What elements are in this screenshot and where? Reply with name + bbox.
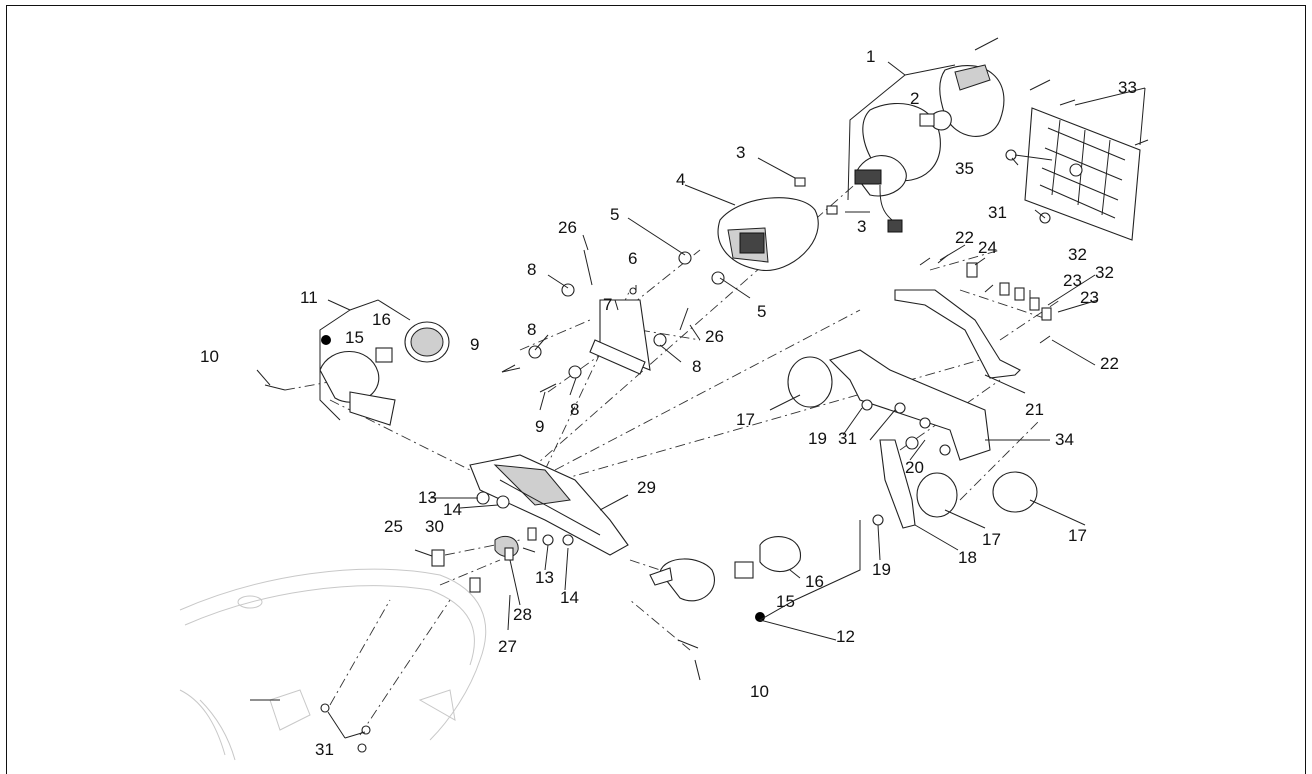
callout-10: 10: [750, 682, 769, 701]
callout-33: 33: [1118, 78, 1137, 97]
callout-8: 8: [692, 357, 701, 376]
callout-16: 16: [805, 572, 824, 591]
callout-22: 22: [955, 228, 974, 247]
callout-9: 9: [535, 417, 544, 436]
plate-bracket: [894, 254, 1052, 379]
reflector-bracket: [787, 349, 1038, 526]
callout-9: 9: [470, 335, 479, 354]
right-turn-signal: [649, 536, 801, 649]
bulb: [919, 110, 952, 131]
callout-32: 32: [1095, 263, 1114, 282]
small-fasteners: [320, 491, 574, 753]
tail-light-lens-housing: [717, 197, 819, 271]
callout-23: 23: [1080, 288, 1099, 307]
callout-26: 26: [705, 327, 724, 346]
callout-31: 31: [315, 740, 334, 759]
callout-12: 12: [836, 627, 855, 646]
callout-16: 16: [372, 310, 391, 329]
assembly-lines: [284, 179, 1061, 736]
side-bracket: [879, 439, 916, 529]
callout-35: 35: [955, 159, 974, 178]
screws-top: [974, 37, 1149, 146]
callout-7: 7: [603, 295, 612, 314]
light-bracket: [501, 249, 689, 393]
callout-34: 34: [1055, 430, 1074, 449]
callout-32: 32: [1068, 245, 1087, 264]
main-mounting-plate: [469, 454, 629, 556]
callout-14: 14: [560, 588, 579, 607]
callout-24: 24: [978, 238, 997, 257]
diagram-frame: [6, 5, 1306, 774]
license-plate-holder: [1024, 107, 1141, 241]
callout-6: 6: [628, 249, 637, 268]
callout-22: 22: [1100, 354, 1119, 373]
callout-8: 8: [527, 260, 536, 279]
callout-29: 29: [637, 478, 656, 497]
callout-31: 31: [838, 429, 857, 448]
callout-13: 13: [535, 568, 554, 587]
callout-14: 14: [443, 500, 462, 519]
callout-1: 1: [866, 47, 875, 66]
callout-3: 3: [736, 143, 745, 162]
left-turn-signal: [264, 321, 450, 426]
callout-4: 4: [676, 170, 685, 189]
callout-31: 31: [988, 203, 1007, 222]
callout-23: 23: [1063, 271, 1082, 290]
callout-17: 17: [982, 530, 1001, 549]
callout-11: 11: [300, 288, 318, 307]
callout-18: 18: [958, 548, 977, 567]
callout-5: 5: [610, 205, 619, 224]
callout-3: 3: [857, 217, 866, 236]
tail-light-lens-cover: [939, 64, 1005, 137]
callout-19: 19: [808, 429, 827, 448]
callout-15: 15: [345, 328, 364, 347]
callout-21: 21: [1025, 400, 1044, 419]
callout-13: 13: [418, 488, 437, 507]
callout-labels: 1 2 3 3 4 5 5 6 7 8 8 8 8 9 9 10 10 11 1…: [200, 47, 1137, 759]
callout-19: 19: [872, 560, 891, 579]
callout-5: 5: [757, 302, 766, 321]
leader-lines: [250, 61, 1146, 739]
callout-28: 28: [513, 605, 532, 624]
rear-fender-ghost: [179, 568, 487, 761]
callout-27: 27: [498, 637, 517, 656]
callout-30: 30: [425, 517, 444, 536]
callout-17: 17: [736, 410, 755, 429]
callout-17: 17: [1068, 526, 1087, 545]
callout-8: 8: [527, 320, 536, 339]
callout-26: 26: [558, 218, 577, 237]
callout-2: 2: [910, 89, 919, 108]
callout-20: 20: [905, 458, 924, 477]
callout-25: 25: [384, 517, 403, 536]
callout-8: 8: [570, 400, 579, 419]
callout-10: 10: [200, 347, 219, 366]
callout-15: 15: [776, 592, 795, 611]
